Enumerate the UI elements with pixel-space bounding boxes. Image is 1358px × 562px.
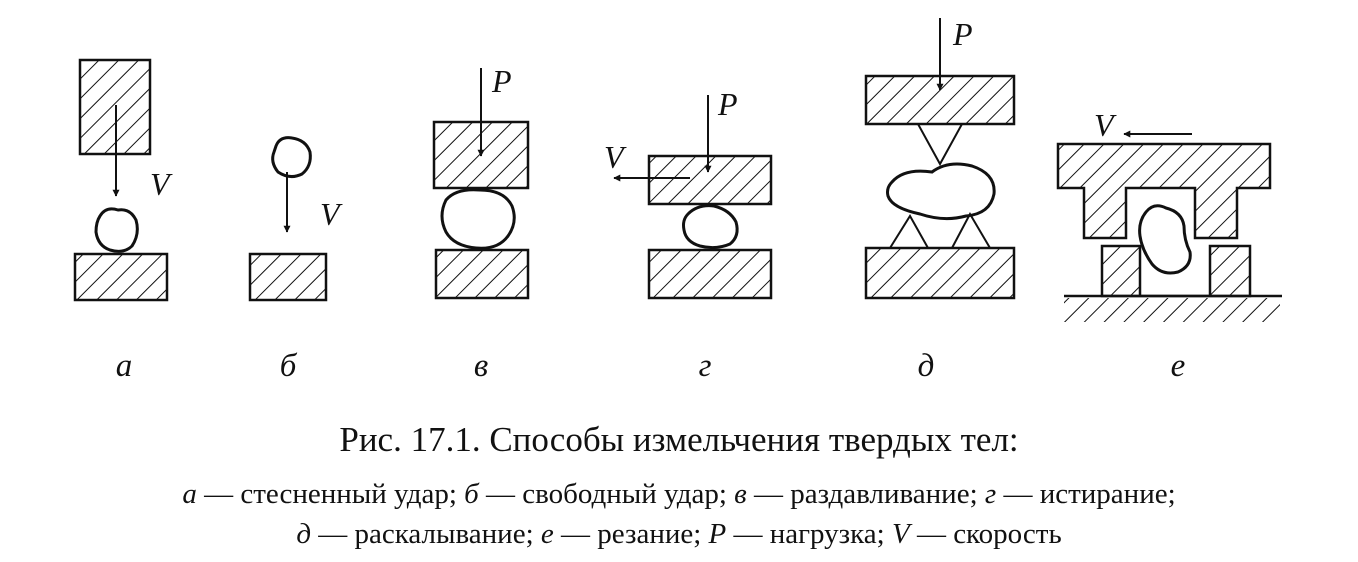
anvil-block (647, 248, 773, 300)
panel-e: V е (1056, 107, 1282, 384)
legend-line-2: д — раскалывание; е — резание; P — нагру… (0, 518, 1358, 551)
panel-label: д (918, 348, 935, 384)
lower-wedge-block (864, 246, 1016, 300)
panel-v: P в (432, 63, 530, 384)
legend-text: — стесненный удар; (196, 478, 465, 510)
panel-label: а (116, 348, 133, 384)
press-block (432, 120, 530, 190)
panel-b: V б (248, 136, 343, 384)
panel-label: б (280, 348, 298, 384)
legend-key: P (708, 518, 727, 550)
grinding-methods-figure: V а V б P в P V г P (73, 16, 1282, 384)
legend-key: г (984, 478, 997, 510)
upper-cutter (1056, 142, 1272, 240)
legend-text: — раскалывание; (311, 518, 541, 550)
velocity-label: V (1094, 107, 1117, 143)
upper-wedge (917, 123, 963, 167)
legend-line-1: а — стесненный удар; б — свободный удар;… (0, 478, 1358, 511)
panel-d: P д (864, 16, 1016, 384)
legend-key: е (540, 518, 554, 550)
load-label: P (952, 16, 973, 52)
anvil-block (248, 252, 328, 302)
panel-label: е (1171, 348, 1186, 384)
base-hatching (1064, 298, 1280, 322)
panel-label: г (699, 348, 712, 384)
figure-caption-title: Рис. 17.1. Способы измельчения твердых т… (339, 420, 1019, 459)
velocity-label: V (150, 166, 173, 202)
particle (440, 188, 516, 250)
anvil-block (434, 248, 530, 300)
legend-text: — скорость (909, 518, 1062, 550)
particle (94, 207, 139, 253)
legend-key: а (182, 478, 197, 510)
velocity-label: V (604, 139, 627, 175)
legend-text: — резание; (553, 518, 709, 550)
legend-key: д (296, 518, 311, 550)
legend-key: V (891, 518, 910, 550)
particle (682, 204, 739, 250)
legend-text: — раздавливание; (746, 478, 985, 510)
velocity-label: V (320, 196, 343, 232)
legend-text: — истирание; (996, 478, 1176, 510)
panel-a: V а (73, 58, 173, 384)
moving-block (647, 154, 773, 206)
particle (886, 162, 996, 221)
panel-label: в (474, 348, 488, 384)
legend-text: — свободный удар; (478, 478, 735, 510)
load-label: P (491, 63, 512, 99)
legend-key: в (734, 478, 747, 510)
panel-g: P V г (604, 86, 773, 384)
lower-wedges (889, 211, 991, 249)
upper-wedge-block (864, 74, 1016, 126)
legend-text: — нагрузка; (726, 518, 892, 550)
particle (271, 136, 312, 179)
particle (1138, 204, 1192, 275)
load-label: P (717, 86, 738, 122)
legend-key: б (464, 478, 479, 510)
anvil-block (73, 252, 169, 302)
